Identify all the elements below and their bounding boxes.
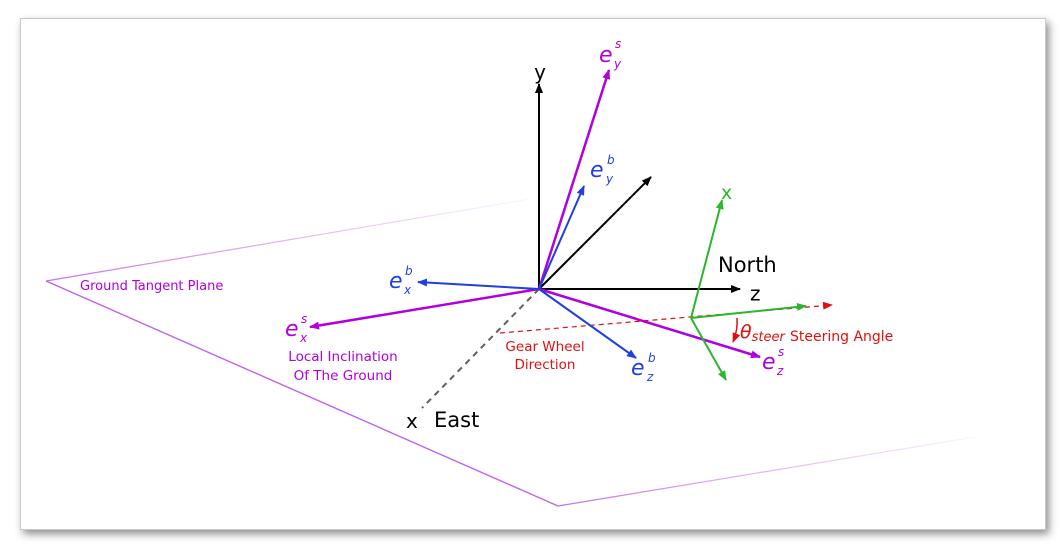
esz-arrow: [538, 287, 761, 359]
green-x-arrow: [690, 199, 724, 319]
svg-text:e: e: [762, 350, 776, 375]
plane-edge-top: [45, 198, 531, 282]
svg-text:e: e: [285, 317, 299, 342]
ebx-label: e b x: [389, 264, 413, 297]
svg-text:s: s: [615, 37, 621, 51]
ebz-label: e b z: [631, 351, 656, 384]
diagram-frame: [20, 18, 1046, 530]
ground-plane-label: Ground Tangent Plane: [80, 279, 223, 294]
svg-text:b: b: [607, 153, 615, 167]
svg-text:y: y: [605, 172, 614, 186]
esy-arrow: [537, 69, 611, 290]
eby-arrow: [538, 185, 585, 290]
gear-wheel-label-line1: Gear Wheel: [505, 339, 584, 355]
svg-text:b: b: [648, 351, 656, 365]
svg-text:s: s: [778, 345, 784, 359]
gear-wheel-label-line2: Direction: [515, 357, 576, 373]
svg-text:z: z: [646, 370, 654, 384]
svg-text:e: e: [631, 356, 645, 381]
gear-wheel-direction-line: [499, 301, 833, 334]
esx-arrow: [309, 287, 540, 330]
steering-angle-arc: [732, 317, 741, 343]
svg-text:e: e: [599, 43, 613, 68]
esx-label: e s x: [285, 312, 308, 345]
plane-edge-bottom: [557, 436, 976, 507]
green-down-arrow: [690, 317, 727, 381]
y-axis-label: y: [534, 60, 546, 84]
esy-label: e s y: [599, 37, 622, 71]
east-axis: [421, 288, 540, 409]
diagonal-axis-arrow: [538, 176, 652, 290]
svg-text:e: e: [389, 269, 403, 294]
z-axis-label: z: [750, 282, 761, 306]
local-inclination-label-line2: Of The Ground: [294, 368, 393, 384]
north-label: North: [718, 253, 777, 277]
svg-text:x: x: [299, 331, 308, 345]
east-label: East: [434, 408, 479, 432]
svg-text:b: b: [405, 264, 413, 278]
steering-angle-label: Steering Angle: [790, 329, 893, 345]
x-east-label: x: [406, 409, 418, 433]
eby-label: e b y: [590, 153, 615, 186]
svg-text:x: x: [403, 283, 412, 297]
svg-text:y: y: [613, 57, 622, 71]
ebx-arrow: [417, 278, 540, 290]
plane-edge-left: [45, 280, 559, 507]
svg-text:s: s: [301, 312, 307, 326]
ground-tangent-plane: [45, 198, 976, 507]
local-inclination-label-line1: Local Inclination: [288, 349, 397, 365]
esz-label: e s z: [762, 345, 784, 378]
theta-steer-label: θsteer: [740, 321, 786, 345]
svg-text:z: z: [776, 364, 784, 378]
green-x-label: x: [721, 182, 732, 204]
svg-text:e: e: [590, 158, 604, 183]
ebz-arrow: [538, 288, 637, 359]
green-forward-arrow: [690, 302, 807, 319]
